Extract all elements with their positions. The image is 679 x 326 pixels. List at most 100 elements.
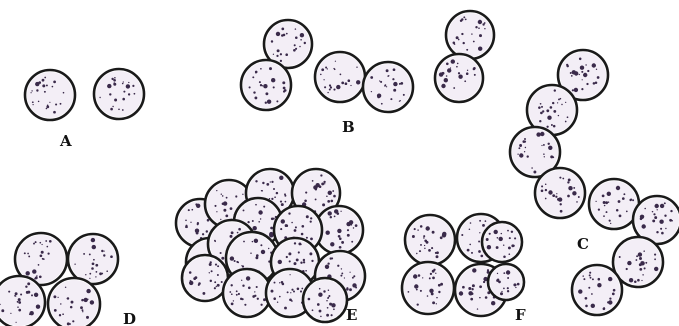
cell-cytoplasm [591, 181, 637, 227]
label-c: C [577, 235, 589, 253]
granule-dot [379, 80, 380, 81]
granule-dot [328, 211, 332, 215]
granule-dot [352, 283, 356, 287]
granule-dot [103, 250, 104, 251]
granule-dot [538, 106, 541, 109]
label-f: F [515, 306, 526, 324]
granule-dot [665, 228, 666, 229]
granule-dot [654, 267, 658, 271]
granule-dot [281, 34, 284, 37]
granule-dot [303, 261, 305, 263]
granule-dot [134, 93, 136, 95]
granule-dot [458, 72, 460, 74]
granule-dot [99, 97, 100, 98]
granule-dot [74, 264, 75, 265]
granule-dot [565, 102, 566, 103]
granule-dot [271, 218, 274, 221]
granule-dot [222, 202, 225, 205]
granule-dot [289, 298, 292, 301]
granule-dot [260, 218, 261, 219]
cell-cytoplasm [27, 72, 73, 118]
granule-dot [525, 147, 526, 148]
granule-dot [315, 198, 317, 200]
granule-dot [429, 277, 431, 279]
granule-dot [215, 264, 217, 266]
granule-dot [312, 180, 314, 182]
granule-dot [540, 103, 542, 105]
granule-dot [271, 181, 273, 183]
granule-dot [503, 255, 506, 258]
granule-dot [341, 268, 342, 269]
granule-dot [507, 290, 509, 292]
granule-dot [123, 81, 124, 82]
granule-dot [271, 78, 275, 82]
granule-dot [467, 70, 468, 71]
granule-dot [355, 224, 358, 227]
granule-dot [44, 77, 46, 79]
granule-dot [333, 308, 335, 310]
granule-dot [327, 315, 329, 317]
granule-dot [47, 252, 49, 254]
granule-dot [328, 192, 330, 194]
granule-dot [197, 223, 199, 225]
granule-dot [514, 237, 516, 239]
granule-dot [603, 215, 605, 217]
granule-dot [350, 224, 352, 226]
granule-dot [392, 78, 394, 80]
granule-dot [595, 81, 598, 84]
granule-dot [36, 305, 40, 309]
granule-dot [573, 187, 575, 189]
granule-dot [298, 242, 301, 245]
granule-dot [579, 58, 582, 61]
granule-dot [509, 237, 511, 239]
granule-dot [331, 303, 335, 307]
granule-dot [289, 274, 290, 275]
granule-dot [478, 47, 482, 51]
granule-dot [312, 309, 314, 311]
granule-dot [388, 75, 389, 76]
granule-dot [231, 284, 233, 286]
granule-dot [294, 229, 297, 232]
granule-dot [237, 232, 239, 234]
granule-dot [123, 91, 125, 93]
granule-dot [286, 33, 288, 35]
granule-dot [381, 103, 383, 105]
granule-dot [524, 140, 526, 142]
granule-dot [45, 240, 47, 242]
granule-dot [18, 309, 21, 312]
granule-dot [42, 258, 44, 260]
granule-dot [479, 34, 482, 37]
granule-dot [190, 280, 192, 282]
granule-dot [479, 232, 480, 233]
granule-dot [333, 195, 336, 198]
granule-dot [53, 111, 56, 114]
granule-dot [38, 81, 41, 84]
granule-dot [414, 228, 416, 230]
granule-dot [35, 276, 38, 279]
granule-dot [331, 314, 333, 316]
granule-dot [466, 49, 468, 51]
granule-dot [461, 234, 463, 236]
granule-dot [118, 108, 120, 110]
granule-dot [471, 288, 473, 290]
granule-dot [35, 241, 37, 243]
granule-dot [470, 222, 472, 224]
granule-dot [474, 74, 476, 76]
granule-dot [189, 271, 192, 274]
granule-dot [332, 190, 334, 192]
granule-dot [288, 252, 291, 255]
granule-dot [478, 241, 480, 243]
granule-dot [209, 272, 210, 273]
granule-dot [491, 301, 495, 305]
granule-dot [278, 260, 282, 264]
granule-dot [46, 84, 48, 86]
granule-dot [499, 237, 503, 241]
staphylococci-group [176, 169, 365, 322]
granule-dot [32, 101, 34, 103]
coccus-cell [241, 60, 291, 110]
granule-dot [90, 300, 94, 304]
granule-dot [89, 273, 91, 275]
granule-dot [478, 27, 480, 29]
coccus-cell [572, 265, 622, 315]
granule-dot [501, 291, 502, 292]
